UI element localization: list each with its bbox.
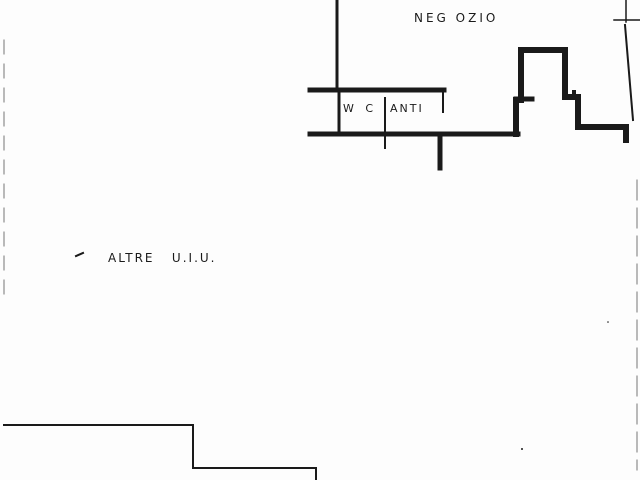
altre-uiu-label: ALTRE U.I.U. [108, 251, 217, 265]
scan-speck [607, 321, 609, 323]
stepped-wall-notch [563, 90, 576, 99]
negozio-label: NEG OZIO [414, 11, 499, 25]
pointer-mark [74, 251, 85, 258]
anti-label: ANTI [390, 102, 424, 115]
wc-label: W C [343, 102, 378, 115]
lower-stepped-outline [3, 424, 317, 480]
scan-speck [521, 448, 523, 450]
negozio-right-edge [623, 23, 635, 122]
